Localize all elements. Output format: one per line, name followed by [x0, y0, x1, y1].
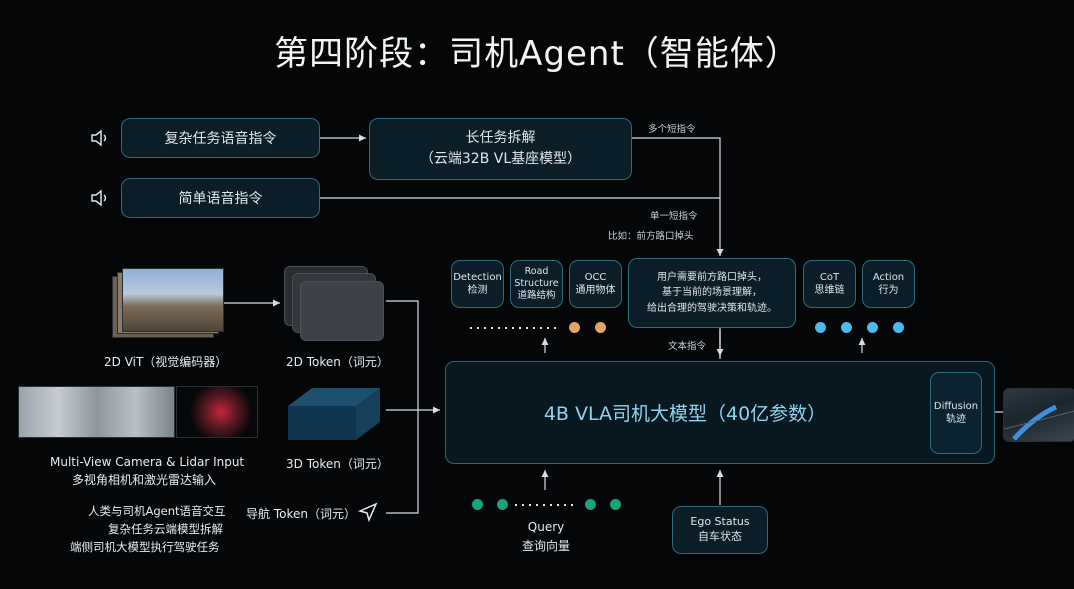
action-token-dot [893, 322, 904, 333]
road-structure-box: Road Structure 道路结构 [510, 260, 563, 308]
camera-input-cn: 多视角相机和激光雷达输入 [72, 473, 217, 487]
token-card-front [300, 281, 384, 341]
road-en-2: Structure [514, 278, 559, 290]
occ-token-dot [569, 322, 580, 333]
query-token-dot [472, 499, 483, 510]
reasoning-box: 用户需要前方路口掉头， 基于当前的场景理解， 给出合理的驾驶决策和轨迹。 [628, 258, 796, 328]
lidar-image [176, 386, 258, 438]
occ-token-dot [595, 322, 606, 333]
single-short-label: 单一短指令 [650, 211, 698, 222]
trajectory-image [1003, 388, 1074, 442]
diffusion-cn: 轨迹 [946, 414, 966, 425]
task-decompose-box: 长任务拆解 （云端32B VL基座模型） [369, 118, 632, 180]
cot-box: CoT 思维链 [803, 260, 856, 308]
multi-view-camera-image [18, 386, 175, 438]
road-en-1: Road [524, 266, 549, 278]
diffusion-box: Diffusion 轨迹 [930, 372, 982, 454]
action-token-dot [867, 322, 878, 333]
query-label-cn: 查询向量 [521, 539, 570, 553]
query-token-dot [497, 499, 508, 510]
vla-label: 4B VLA司机大模型（40亿参数） [543, 403, 827, 425]
query-label-en: Query [527, 520, 565, 534]
road-cn: 道路结构 [517, 289, 556, 301]
note-2: 复杂任务云端模型拆解 [108, 522, 223, 536]
ego-en: Ego Status [690, 515, 750, 529]
diffusion-en: Diffusion [933, 400, 979, 412]
camera-input-en: Multi-View Camera & Lidar Input [50, 455, 245, 469]
nav-token-label: 导航 Token（词元） [246, 507, 356, 521]
decompose-subtitle: （云端32B VL基座模型） [419, 151, 582, 167]
occ-cn: 通用物体 [575, 285, 616, 296]
example-label: 比如：前方路口掉头 [608, 231, 694, 242]
note-1: 人类与司机Agent语音交互 [88, 504, 226, 518]
decompose-title: 长任务拆解 [465, 130, 536, 146]
action-en: Action [872, 271, 905, 283]
complex-voice-label: 复杂任务语音指令 [164, 131, 277, 147]
cot-cn: 思维链 [814, 285, 845, 296]
vla-model-box: 4B VLA司机大模型（40亿参数） [445, 361, 995, 464]
cot-en: CoT [819, 271, 840, 283]
detection-en: Detection [453, 271, 502, 283]
ego-cn: 自车状态 [698, 530, 742, 543]
text-command-label: 文本指令 [668, 341, 707, 352]
ego-status-box: Ego Status 自车状态 [672, 506, 768, 554]
camera-frame-front [122, 268, 224, 332]
reasoning-line-1: 用户需要前方路口掉头， [657, 271, 767, 283]
vit-label: 2D ViT（视觉编码器） [104, 355, 228, 369]
simple-voice-label: 简单语音指令 [178, 191, 263, 207]
token3d-label: 3D Token（词元） [286, 457, 389, 471]
cot-token-dot [841, 322, 852, 333]
action-cn: 行为 [878, 285, 899, 296]
multi-short-label: 多个短指令 [648, 124, 696, 135]
reasoning-line-2: 基于当前的场景理解， [662, 287, 762, 299]
token2d-label: 2D Token（词元） [286, 355, 389, 369]
query-token-dot [610, 499, 621, 510]
query-token-dot [585, 499, 596, 510]
action-box: Action 行为 [862, 260, 915, 308]
token3d-block [284, 384, 384, 446]
navigation-arrow-icon [357, 502, 378, 526]
occ-en: OCC [584, 271, 607, 283]
complex-voice-command-box: 复杂任务语音指令 [121, 118, 320, 158]
page-title: 第四阶段：司机Agent（智能体） [274, 34, 800, 74]
detection-cn: 检测 [467, 285, 488, 296]
detection-box: Detection 检测 [451, 260, 504, 308]
speaker-icon [90, 189, 110, 211]
reasoning-line-3: 给出合理的驾驶决策和轨迹。 [647, 302, 777, 314]
simple-voice-command-box: 简单语音指令 [121, 178, 320, 218]
cot-token-dot [815, 322, 826, 333]
occ-box: OCC 通用物体 [569, 260, 622, 308]
speaker-icon [90, 129, 110, 151]
note-3: 端侧司机大模型执行驾驶任务 [70, 540, 220, 554]
